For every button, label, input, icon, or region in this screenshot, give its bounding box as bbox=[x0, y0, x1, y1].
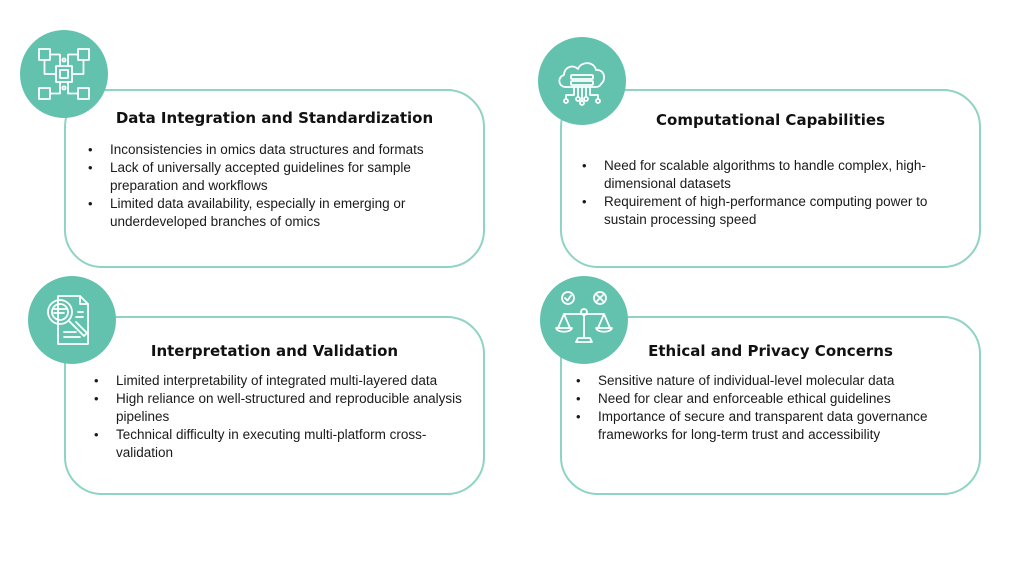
list-item: Limited interpretability of integrated m… bbox=[92, 372, 478, 390]
card-title: Data Integration and Standardization bbox=[115, 109, 434, 127]
list-item: Limited data availability, especially in… bbox=[86, 195, 456, 231]
card-data-integration: Data Integration and Standardization Inc… bbox=[64, 89, 485, 268]
bullet-list: Need for scalable algorithms to handle c… bbox=[580, 157, 965, 229]
list-item: Inconsistencies in omics data structures… bbox=[86, 141, 456, 159]
list-item: Technical difficulty in executing multi-… bbox=[92, 426, 478, 462]
bullet-list: Inconsistencies in omics data structures… bbox=[86, 141, 456, 231]
bullet-list: Limited interpretability of integrated m… bbox=[92, 372, 478, 462]
list-item: Need for clear and enforceable ethical g… bbox=[574, 390, 964, 408]
bullet-list: Sensitive nature of individual-level mol… bbox=[574, 372, 964, 444]
list-item: Lack of universally accepted guidelines … bbox=[86, 159, 456, 195]
card-computational-capabilities: Computational Capabilities Need for scal… bbox=[560, 89, 981, 268]
circuit-chip-icon bbox=[20, 30, 108, 118]
card-ethical-privacy: Ethical and Privacy Concerns Sensitive n… bbox=[560, 316, 981, 495]
card-interpretation-validation: Interpretation and Validation Limited in… bbox=[64, 316, 485, 495]
card-title: Ethical and Privacy Concerns bbox=[648, 342, 893, 360]
list-item: Importance of secure and transparent dat… bbox=[574, 408, 964, 444]
list-item: Sensitive nature of individual-level mol… bbox=[574, 372, 964, 390]
list-item: High reliance on well-structured and rep… bbox=[92, 390, 478, 426]
document-magnifier-icon bbox=[28, 276, 116, 364]
card-title: Interpretation and Validation bbox=[150, 342, 399, 360]
cloud-network-icon bbox=[538, 37, 626, 125]
list-item: Need for scalable algorithms to handle c… bbox=[580, 157, 965, 193]
card-title: Computational Capabilities bbox=[656, 111, 885, 129]
list-item: Requirement of high-performance computin… bbox=[580, 193, 965, 229]
balance-scale-icon bbox=[540, 276, 628, 364]
